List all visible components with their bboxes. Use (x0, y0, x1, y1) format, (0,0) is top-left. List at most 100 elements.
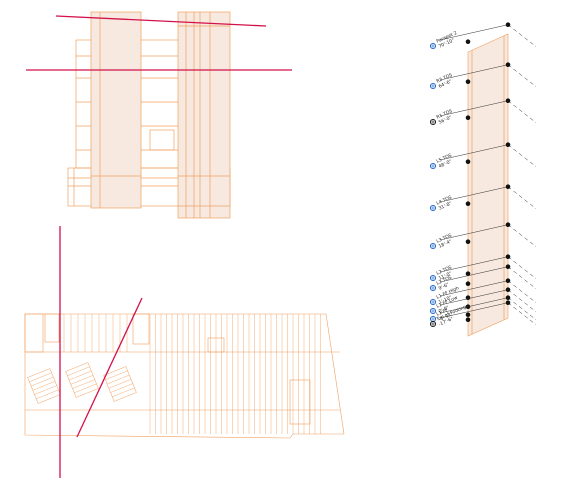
level-line (439, 280, 509, 297)
level-node (505, 287, 511, 293)
bay-tread (29, 372, 52, 382)
level-head-icon (430, 43, 436, 49)
level-node (505, 295, 511, 301)
left-tower (90, 11, 142, 209)
level-head-icon (430, 205, 436, 211)
level-extension (507, 302, 537, 325)
stair-block (24, 313, 44, 353)
level-line (439, 24, 509, 41)
window-block (149, 129, 175, 151)
level-extension (507, 256, 537, 279)
level-extension (507, 144, 537, 167)
level-node (465, 239, 471, 244)
level-elevation: 48'-0" (438, 159, 453, 170)
level-head-icon (430, 83, 436, 89)
stair-block (132, 313, 150, 345)
bay-tread (32, 381, 56, 391)
level-elevation: 56'-0" (438, 115, 453, 126)
rotated-bay (65, 362, 99, 398)
level-head-icon (430, 321, 436, 327)
level-head-icon (430, 299, 436, 305)
level-elevation: 11'-0" (438, 271, 453, 282)
level-node (465, 39, 471, 44)
level-node (505, 98, 511, 103)
plan-bays (27, 362, 137, 404)
level-node (465, 271, 471, 277)
elevation-view[interactable] (26, 11, 292, 219)
bay-tread (67, 366, 90, 376)
level-elevation: -1'-11" (438, 311, 455, 323)
section-line[interactable] (55, 15, 267, 27)
plan-view[interactable] (24, 226, 345, 478)
bay-tread (107, 374, 130, 385)
level-head-icon (430, 275, 436, 281)
level-label[interactable]: Parapet 270'-10" (435, 30, 460, 50)
bay-tread (34, 385, 57, 395)
level-head-icon (430, 316, 436, 322)
level-extension (507, 289, 537, 312)
wall-panel (467, 33, 509, 337)
level-extension (507, 297, 537, 320)
level-head-icon (430, 243, 436, 249)
level-line (439, 297, 509, 314)
bay-outline (103, 366, 137, 402)
stair-block (207, 337, 225, 353)
level-elevation: -17'-6" (438, 316, 455, 328)
plan-ribs (63, 314, 321, 434)
level-node (505, 62, 511, 67)
rotated-bay (27, 368, 61, 404)
bay-tread (105, 370, 128, 380)
level-line (439, 186, 509, 203)
level-head-icon (430, 163, 436, 169)
level-elevation: 9'-6" (438, 282, 450, 292)
level-extension (507, 24, 537, 47)
level-node (465, 201, 471, 206)
level-extension (507, 280, 537, 303)
level-head-icon (430, 119, 436, 125)
level-node (505, 184, 511, 189)
core-block (289, 379, 311, 425)
level-elevation: 31'-8" (438, 201, 453, 212)
level-node (465, 317, 471, 323)
level-node (465, 159, 471, 164)
bay-tread (69, 370, 92, 381)
level-elevation: 1'-10" (438, 295, 453, 306)
level-name: L1 FF (435, 307, 449, 318)
bay-tread (72, 379, 95, 389)
bay-tread (70, 375, 94, 385)
level-extension (507, 64, 537, 87)
bay-outline (27, 368, 61, 404)
level-node (505, 22, 511, 28)
level-line (439, 64, 509, 81)
stair-block (44, 313, 60, 343)
level-node (505, 278, 511, 284)
level-line (439, 100, 509, 117)
level-node (465, 115, 471, 120)
level-node (505, 264, 511, 270)
level-elevation: 0'-0" (438, 305, 450, 315)
level-node (505, 142, 511, 147)
level-node (465, 281, 471, 287)
level-head-icon (430, 285, 436, 291)
level-label[interactable]: L1 FF-1'-11" (435, 306, 454, 323)
bay-tread (31, 376, 54, 387)
bay-tread (36, 389, 59, 400)
section-line[interactable] (76, 297, 143, 438)
level-extension (507, 224, 537, 247)
level-node (505, 300, 511, 306)
level-elevation: 18'-4" (438, 239, 453, 250)
level-node (505, 222, 511, 227)
level-extension (507, 186, 537, 209)
bay-tread (110, 383, 133, 393)
level-line (439, 224, 509, 241)
bay-outline (65, 362, 99, 398)
level-line (439, 256, 509, 273)
